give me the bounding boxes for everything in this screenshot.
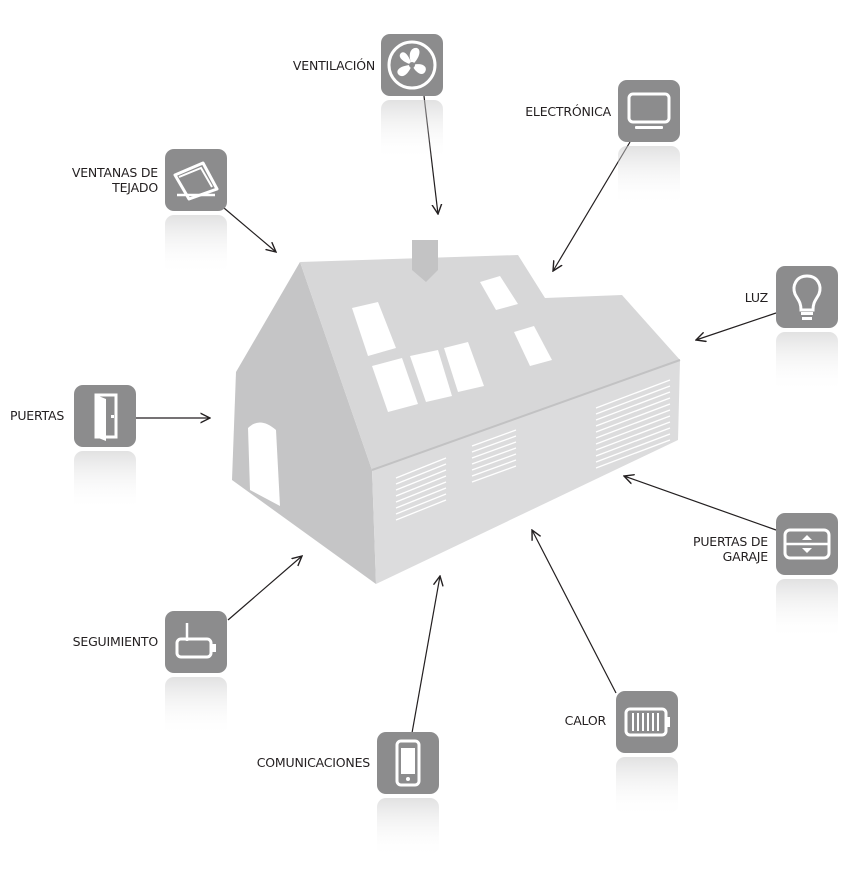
label-ventanas-line-2: TEJADO: [112, 180, 158, 195]
arrow-garaje: [624, 476, 777, 531]
label-puertas: PUERTAS: [10, 408, 65, 423]
garage-door-icon: [776, 513, 838, 639]
wall-vents: [395, 429, 517, 521]
arrow-luz: [696, 312, 777, 340]
phone-icon: [377, 732, 439, 858]
tv-icon: [618, 80, 680, 206]
radiator-icon: [616, 691, 678, 817]
house: [232, 240, 681, 584]
house-front-wall: [372, 360, 680, 584]
house-roof: [300, 255, 680, 470]
label-garaje-line-1: PUERTAS DE: [692, 534, 768, 549]
label-comunicaciones: COMUNICACIONES: [256, 755, 370, 770]
label-electronica: ELECTRÓNICA: [525, 104, 611, 119]
door-icon: [74, 385, 136, 511]
label-ventanas-line-1: VENTANAS DE: [71, 165, 158, 180]
label-garaje-line-2: GARAJE: [722, 549, 769, 564]
roof-windows: [352, 276, 552, 412]
label-seguimiento: SEGUIMIENTO: [72, 634, 159, 649]
garage-door-shutter: [595, 379, 671, 469]
arrow-ventanas: [223, 207, 276, 252]
arrow-seguimiento: [227, 556, 302, 621]
label-ventanas-de-tejado: VENTANAS DE TEJADO: [40, 165, 158, 195]
roof-window-icon: [165, 149, 227, 275]
label-ventilacion: VENTILACIÓN: [292, 58, 375, 73]
arrow-calor: [532, 530, 617, 694]
label-puertas-de-garaje: PUERTAS DE GARAJE: [650, 534, 768, 564]
tracking-device-icon: [165, 611, 227, 737]
arrows: [136, 95, 777, 734]
arrow-electronica: [553, 141, 631, 271]
arrow-comunicaciones: [411, 576, 440, 734]
house-gable-wall: [232, 262, 376, 584]
label-luz: LUZ: [744, 290, 768, 305]
fan-icon: [381, 34, 443, 160]
light-bulb-icon: [776, 266, 838, 392]
label-calor: CALOR: [564, 713, 607, 728]
chimney: [412, 240, 438, 282]
house-door: [248, 422, 280, 506]
